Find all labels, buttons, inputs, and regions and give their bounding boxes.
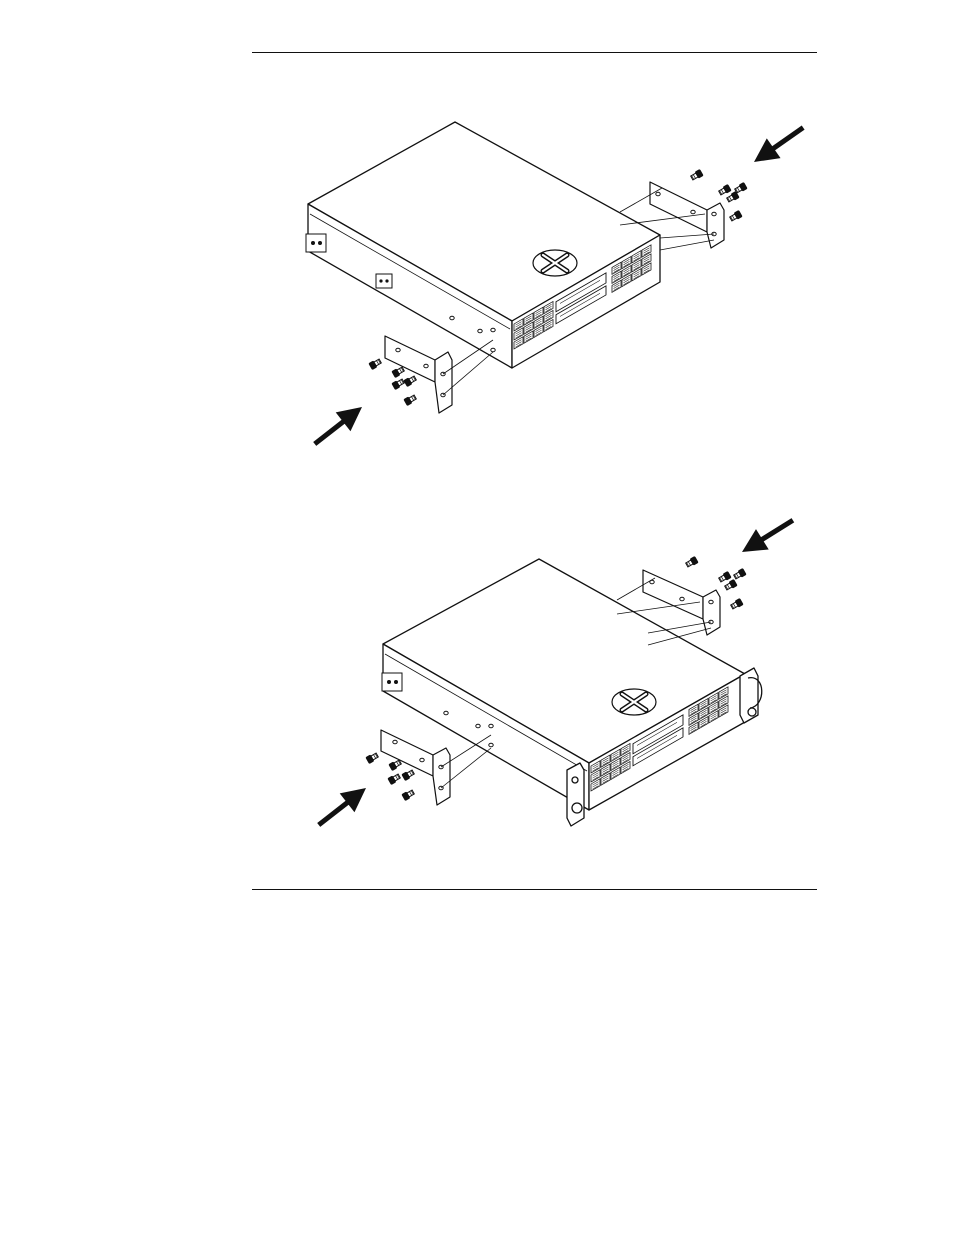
screw-icon: [690, 170, 703, 181]
screw-icon: [718, 185, 731, 196]
screw-icon: [404, 394, 417, 405]
fan-grille-icon: [533, 250, 577, 276]
side-vent: [382, 673, 402, 691]
arrow-icon: [747, 118, 810, 172]
figure-2: [311, 510, 799, 834]
screw-icon: [718, 572, 731, 583]
arrow-icon: [311, 779, 373, 835]
screw-icon: [388, 773, 401, 784]
screw-icon: [369, 358, 382, 369]
screw-icon: [404, 375, 417, 386]
screw-icon: [402, 789, 415, 800]
arrow-icon: [307, 398, 369, 454]
screw-icon: [724, 580, 737, 591]
chassis: [308, 122, 660, 368]
screw-icon: [392, 378, 405, 389]
arrow-icon: [736, 510, 800, 562]
screw-icon: [726, 192, 739, 203]
figure-1: [306, 118, 810, 454]
screw-icon: [730, 599, 743, 610]
screw-icon: [366, 752, 379, 763]
screw-icon: [392, 366, 405, 377]
screw-icon: [389, 759, 402, 770]
screw-icon: [729, 211, 742, 222]
fan-grille-icon: [612, 689, 656, 715]
screw-icon: [685, 557, 698, 568]
screw-icon: [402, 769, 415, 780]
screw-icon: [733, 569, 746, 580]
